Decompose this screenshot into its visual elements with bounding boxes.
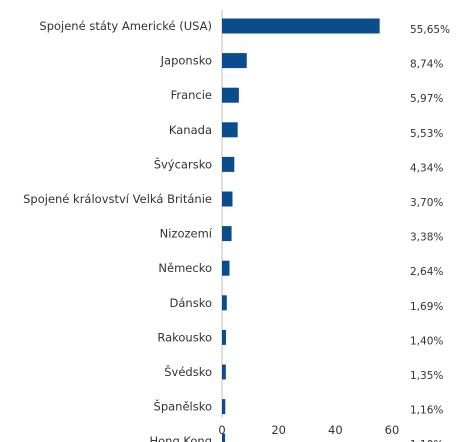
category-label: Dánsko [170,296,212,310]
category-label: Kanada [169,123,212,137]
category-label: Nizozemí [160,227,213,241]
bar [222,156,235,172]
bar [222,226,232,242]
bar [222,399,226,415]
x-tick-labels: 0 20 40 60 [218,423,399,437]
value-label: 1,16% [410,405,443,417]
x-tick-label: 0 [218,423,225,437]
value-labels: 55,65% 8,74% 5,97% 5,53% 4,34% 3,70% 3,38% 2,64… [410,24,450,442]
value-label: 8,74% [410,59,443,71]
bar [222,122,238,138]
bar [222,433,226,442]
value-label: 3,38% [410,232,443,244]
category-label: Spojené království Velká Británie [23,192,212,206]
bar [222,87,239,103]
value-label: 4,34% [410,162,443,174]
x-tick-label: 20 [271,423,286,437]
category-label: Japonsko [160,54,212,68]
category-label: Švýcarsko [154,156,212,171]
value-label: 2,64% [410,266,443,278]
category-label: Hong Kong [149,434,212,442]
category-label: Spojené státy Americké (USA) [39,19,212,33]
bar [222,18,380,34]
bar [222,191,233,207]
value-label: 5,97% [410,93,443,105]
bar [222,364,226,380]
bar [222,53,247,69]
value-label: 5,53% [410,128,443,140]
value-label: 3,70% [410,197,443,209]
x-tick-label: 40 [328,423,343,437]
bar [222,260,230,276]
category-label: Německo [158,261,212,275]
category-label: Francie [171,88,212,102]
category-label: Rakousko [157,330,212,344]
value-label: 55,65% [410,24,450,36]
value-label: 1,40% [410,335,443,347]
bar [222,295,227,311]
bars [222,18,380,442]
category-label: Švédsko [164,364,212,379]
x-tick-label: 60 [385,423,400,437]
value-label: 1,69% [410,301,443,313]
bar [222,329,226,345]
value-label: 1,35% [410,370,443,382]
value-label: 1,10% [410,439,443,442]
category-labels: Spojené státy Americké (USA) JaponskoFran… [23,19,213,442]
category-label: Španělsko [154,399,212,414]
